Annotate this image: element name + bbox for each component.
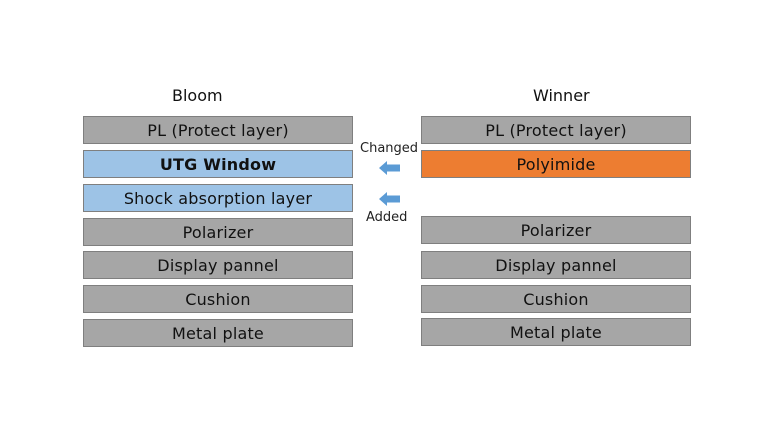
added-arrow-icon [379, 192, 400, 206]
winner-layer-stack: PL (Protect layer) Polyimide Polarizer D… [421, 116, 691, 348]
bloom-layer-cushion: Cushion [83, 285, 353, 313]
bloom-layer-utg-window: UTG Window [83, 150, 353, 178]
bloom-title: Bloom [172, 86, 223, 105]
bloom-layer-shock-absorption: Shock absorption layer [83, 184, 353, 212]
winner-layer-pl: PL (Protect layer) [421, 116, 691, 144]
winner-layer-polyimide: Polyimide [421, 150, 691, 178]
winner-layer-display-pannel: Display pannel [421, 251, 691, 279]
added-label: Added [366, 210, 408, 225]
bloom-layer-pl: PL (Protect layer) [83, 116, 353, 144]
bloom-layer-polarizer: Polarizer [83, 218, 353, 246]
bloom-layer-stack: PL (Protect layer) UTG Window Shock abso… [83, 116, 353, 348]
bloom-layer-display-pannel: Display pannel [83, 251, 353, 279]
winner-layer-polarizer: Polarizer [421, 216, 691, 244]
winner-title: Winner [533, 86, 590, 105]
changed-arrow-shape [379, 161, 400, 175]
added-arrow-shape [379, 192, 400, 206]
winner-layer-cushion: Cushion [421, 285, 691, 313]
changed-arrow-icon [379, 161, 400, 175]
winner-layer-metal-plate: Metal plate [421, 318, 691, 346]
bloom-layer-metal-plate: Metal plate [83, 319, 353, 347]
changed-label: Changed [360, 141, 419, 156]
